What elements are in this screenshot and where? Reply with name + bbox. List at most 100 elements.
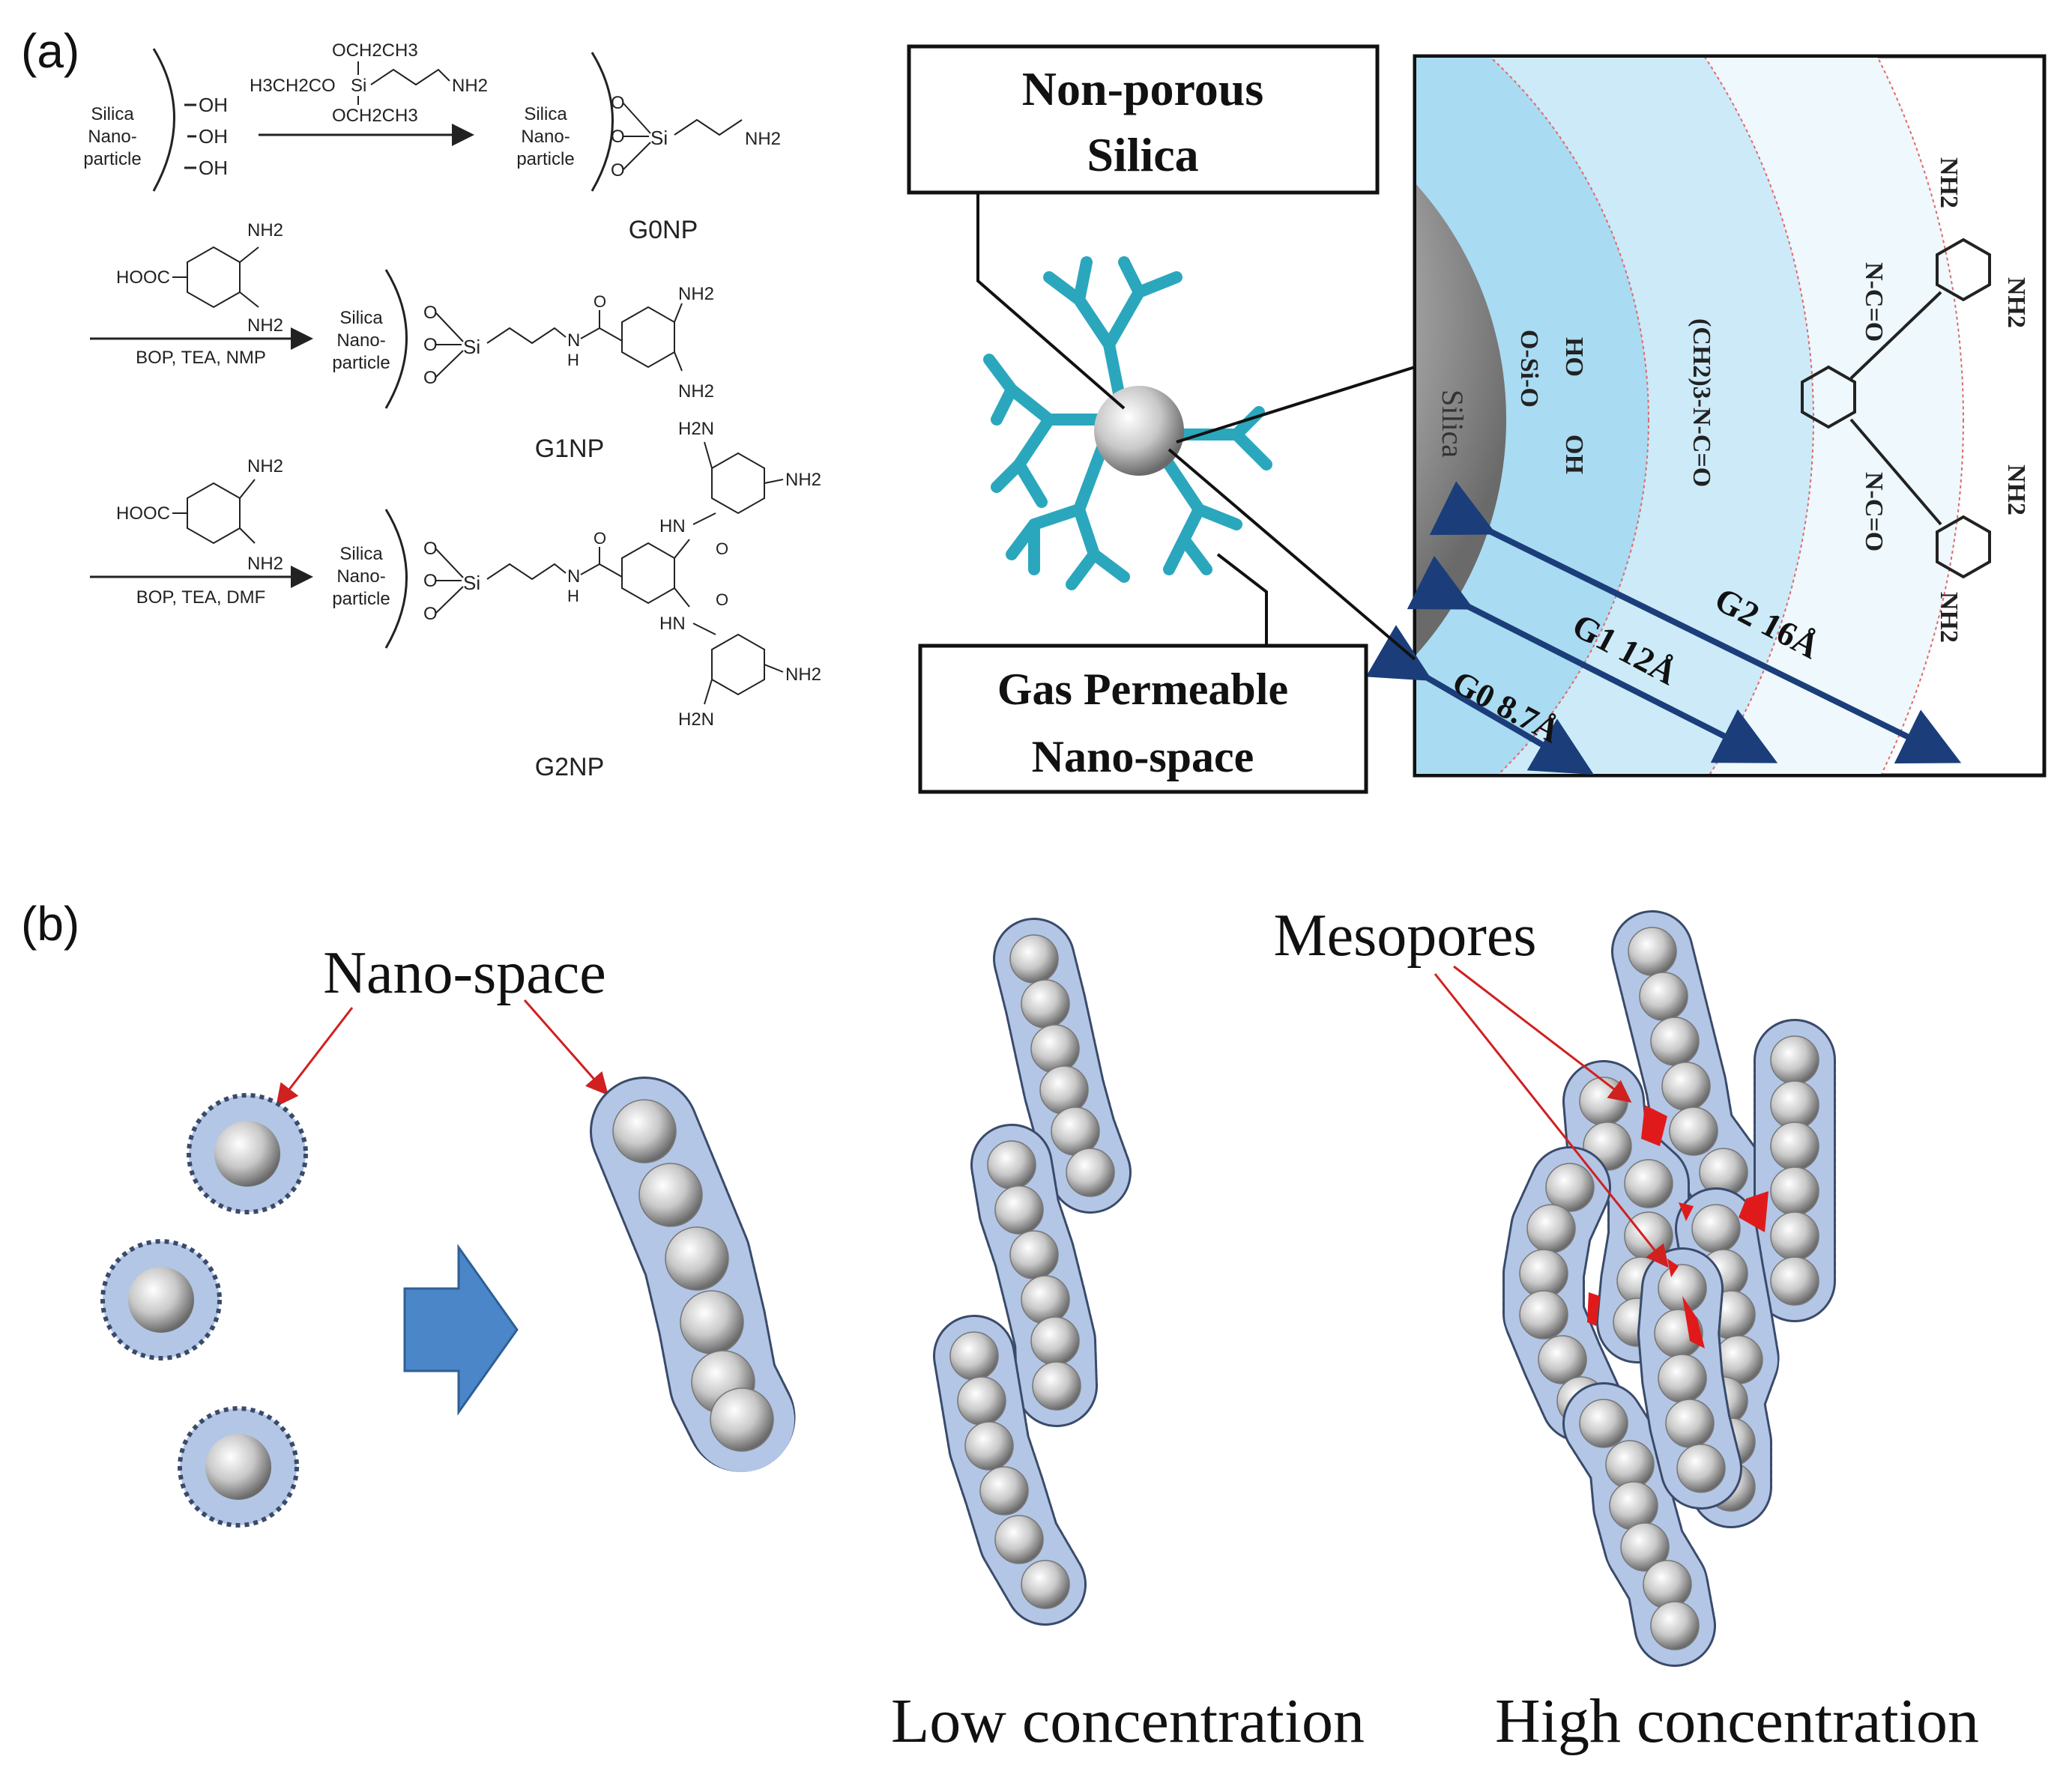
particle-label-4c: particle <box>332 589 390 609</box>
callout-gas <box>1216 553 1268 644</box>
nanospace-pointer-2 <box>523 999 608 1096</box>
reaction-scheme: Silica Nano- particle OH OH OH OCH2CH3 H… <box>83 40 821 781</box>
particle-label-2b: Nano- <box>521 127 570 147</box>
g2-si: Si <box>463 572 480 594</box>
g2-amide-top <box>692 512 716 525</box>
chain-particle <box>1669 1107 1718 1156</box>
chain-particle <box>1021 1560 1070 1609</box>
chain-particle <box>994 1185 1044 1235</box>
g2-o-top: O <box>716 539 728 558</box>
particle-label-3c: particle <box>332 353 390 373</box>
g1-amide <box>580 327 600 339</box>
particle-label-3a: Silica <box>339 308 383 328</box>
particle-label-1b: Nano- <box>88 127 136 147</box>
g1-nh2b: NH2 <box>678 381 714 402</box>
dab1-hooc: HOOC <box>116 267 170 288</box>
g2np-label: G2NP <box>535 753 605 781</box>
g0-b1 <box>623 103 651 134</box>
chain-particle <box>1039 1065 1089 1115</box>
g0np-label: G0NP <box>629 216 698 244</box>
chain-particle <box>1661 1062 1711 1111</box>
callout-zoom-1 <box>1176 366 1416 444</box>
particle-core <box>214 1121 280 1187</box>
g2-top-nh2-b <box>764 479 784 484</box>
chain-particle <box>1624 1159 1673 1208</box>
frag-nh2-3: NH2 <box>2002 464 2030 515</box>
dab1-nh2a: NH2 <box>247 220 283 240</box>
g1-nh2b-b <box>674 351 683 372</box>
mesopore <box>1641 1105 1667 1146</box>
particle-arc-3 <box>384 269 408 409</box>
chain-particle <box>957 1376 1006 1426</box>
chain-particle <box>1009 934 1059 984</box>
chain-particle <box>1650 1601 1700 1650</box>
g1-b3 <box>435 350 464 378</box>
mesopore <box>1667 1259 1679 1277</box>
nonporous-line1: Non-porous <box>1022 62 1263 115</box>
nanospace-pointer-1 <box>276 1007 354 1107</box>
frag-ho: HO <box>1560 337 1588 377</box>
chain-particle <box>638 1163 703 1227</box>
callout-nonporous <box>976 191 1126 410</box>
low-concentration-label: Low concentration <box>891 1686 1365 1756</box>
chain-particle <box>1545 1163 1595 1212</box>
particle-label-1a: Silica <box>91 104 134 124</box>
g2-bot-h2n-b <box>704 679 713 705</box>
g2-chain <box>486 563 567 581</box>
g2-amide <box>580 563 600 575</box>
oh-2: OH <box>199 125 228 148</box>
mesopores-label: Mesopores <box>1273 903 1536 969</box>
chain-particle <box>979 1466 1029 1516</box>
frag-link-top <box>1849 291 1942 380</box>
dab-ring-2 <box>187 482 241 545</box>
g1-nh2a-b <box>674 303 683 323</box>
chain-particle <box>994 1515 1044 1564</box>
chain-particle <box>1066 1148 1115 1197</box>
dab2-nh2a-b <box>239 479 256 499</box>
particle-label-1c: particle <box>83 149 141 169</box>
mesopore <box>1739 1191 1769 1232</box>
particle-arc-4 <box>384 509 408 649</box>
chain-particle <box>1009 1230 1059 1280</box>
panel-a-label: (a) <box>21 24 79 78</box>
frag-ring-center <box>1801 365 1856 429</box>
g1-o1: O <box>423 303 438 323</box>
frag-chain: (CH2)3-N-C=O <box>1688 318 1715 487</box>
particle-label-4a: Silica <box>339 544 383 564</box>
dab2-nh2b-b <box>239 527 256 544</box>
g2-top-ring <box>711 452 765 515</box>
mesopore-pointer-1 <box>1453 965 1632 1103</box>
frag-amide-top: N-C=O <box>1860 262 1888 342</box>
g2-b3 <box>435 586 464 614</box>
frag-nh2-2: NH2 <box>2002 277 2030 328</box>
dab-ring-1 <box>187 246 241 309</box>
chain-particle <box>680 1290 744 1354</box>
frag-amide-bot: N-C=O <box>1860 472 1888 551</box>
chain-particle <box>1021 1275 1070 1325</box>
g2-bot-nh2-b <box>764 664 784 673</box>
dendrimer-schematic: Silica O-Si-O HO OH (CH2)3-N-C=O N-C=O N… <box>907 44 2047 794</box>
g1-n: N <box>567 330 580 351</box>
ring-line-3 <box>1876 58 1964 774</box>
particle-arc-1 <box>152 48 175 192</box>
callout-zoom-2 <box>1168 448 1416 661</box>
silane-propyl <box>370 68 450 86</box>
chain-particle <box>987 1140 1036 1190</box>
g1-o2: O <box>423 335 438 355</box>
ring-line-1 <box>1490 58 1649 774</box>
chain-particle <box>1770 1211 1819 1261</box>
particle-core <box>128 1267 194 1333</box>
mesopore <box>1587 1292 1600 1326</box>
silane-left: H3CH2CO <box>250 76 336 96</box>
g2-amide-bot <box>692 623 716 635</box>
g0-b3 <box>623 142 651 170</box>
g2-hn-top: HN <box>659 516 686 536</box>
g2-b1 <box>435 548 464 578</box>
frag-nh2-1: NH2 <box>1935 157 1963 208</box>
g2-c-ring <box>599 563 623 578</box>
g0-si: Si <box>650 127 668 149</box>
chain-particle <box>1526 1204 1576 1253</box>
chain-particle <box>1021 979 1070 1029</box>
g2-top-h2n: H2N <box>678 419 714 439</box>
